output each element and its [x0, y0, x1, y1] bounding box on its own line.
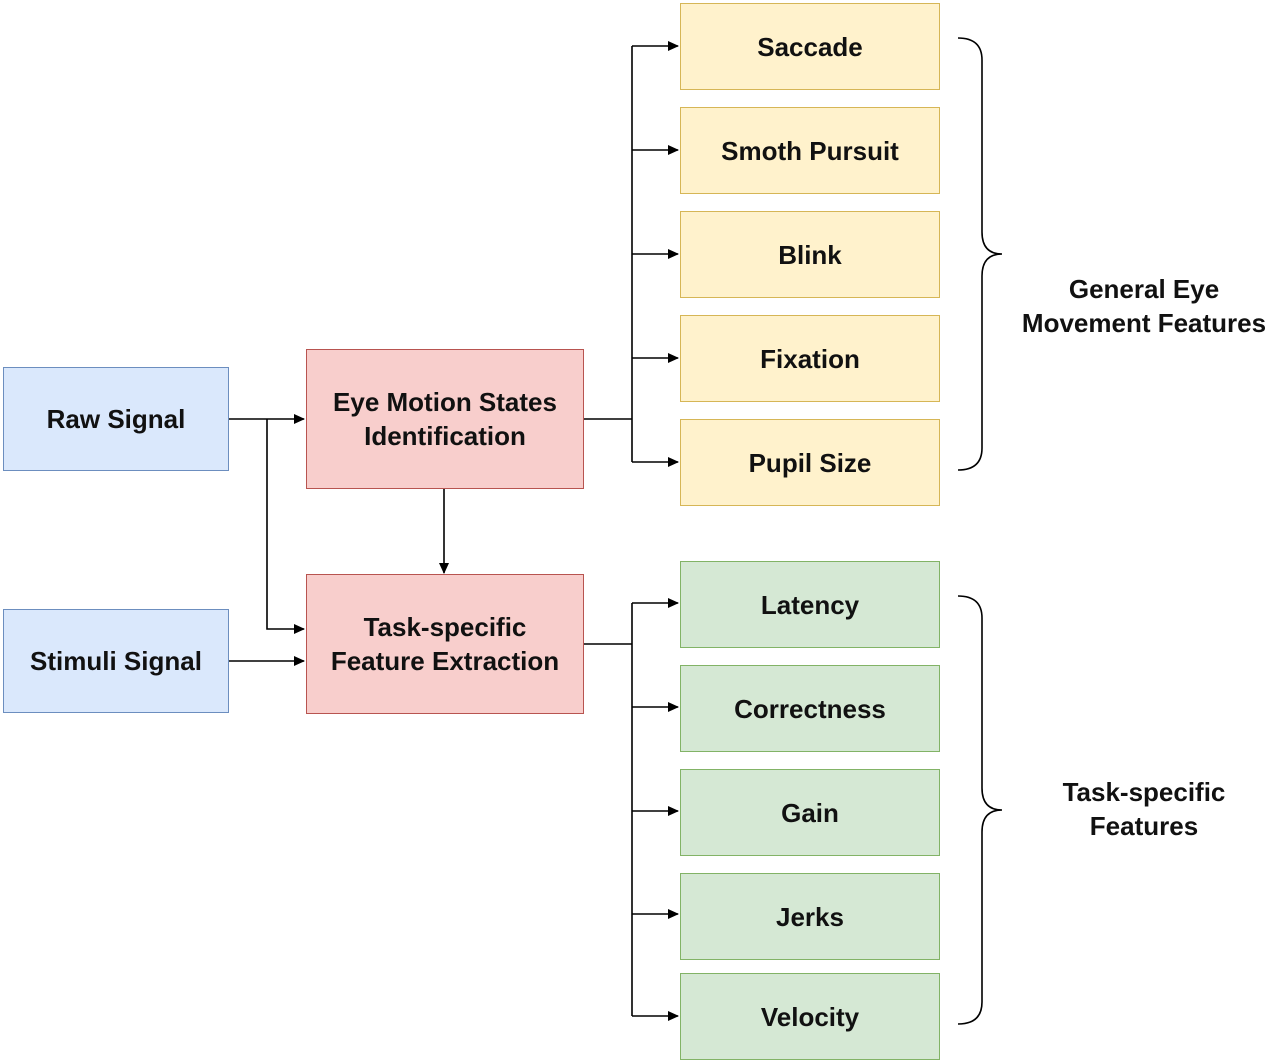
brace-general-features — [957, 37, 1003, 471]
feature-label-gain: Gain — [781, 797, 839, 828]
general-features-group-label-line2: Movement Features — [1021, 308, 1267, 338]
feature-box-latency: Latency — [680, 561, 940, 648]
task-features-group-label-line2: Features — [1089, 811, 1199, 841]
feature-label-fixation: Fixation — [760, 343, 860, 374]
general-features-group-label: General Eye Movement Features — [1008, 272, 1280, 340]
stimuli-signal-label: Stimuli Signal — [30, 646, 202, 676]
stimuli-signal-box: Stimuli Signal — [3, 609, 229, 713]
eye-motion-states-label-line1: Eye Motion States — [333, 387, 557, 417]
feature-box-fixation: Fixation — [680, 315, 940, 402]
eye-motion-states-box: Eye Motion States Identification — [306, 349, 584, 489]
feature-label-saccade: Saccade — [757, 31, 863, 62]
arrow-raw-to-task-extraction — [266, 419, 305, 634]
feature-box-correctness: Correctness — [680, 665, 940, 752]
connector-task-extraction-trunk — [584, 603, 633, 1016]
feature-label-smooth-pursuit: Smoth Pursuit — [721, 135, 899, 166]
feature-label-correctness: Correctness — [734, 693, 886, 724]
task-features-group-label: Task-specific Features — [1008, 775, 1280, 843]
feature-label-blink: Blink — [778, 239, 842, 270]
feature-label-pupil-size: Pupil Size — [748, 447, 872, 478]
feature-label-latency: Latency — [760, 589, 860, 620]
feature-box-velocity: Velocity — [680, 973, 940, 1060]
feature-box-smooth-pursuit: Smoth Pursuit — [680, 107, 940, 194]
task-feature-extraction-box: Task-specific Feature Extraction — [306, 574, 584, 714]
task-feature-extraction-label-line1: Task-specific — [363, 612, 527, 642]
feature-box-blink: Blink — [680, 211, 940, 298]
general-features-group-label-line1: General Eye — [1068, 274, 1220, 304]
raw-signal-label: Raw Signal — [46, 404, 186, 434]
connector-eye-motion-trunk — [584, 46, 633, 462]
brace-task-features — [957, 595, 1003, 1025]
feature-label-velocity: Velocity — [760, 1001, 860, 1032]
feature-box-pupil-size: Pupil Size — [680, 419, 940, 506]
eye-motion-states-label-line2: Identification — [364, 421, 526, 451]
feature-box-saccade: Saccade — [680, 3, 940, 90]
feature-box-jerks: Jerks — [680, 873, 940, 960]
task-features-group-label-line1: Task-specific — [1062, 777, 1226, 807]
feature-label-jerks: Jerks — [776, 901, 844, 932]
task-feature-extraction-label-line2: Feature Extraction — [330, 646, 560, 676]
raw-signal-box: Raw Signal — [3, 367, 229, 471]
feature-box-gain: Gain — [680, 769, 940, 856]
